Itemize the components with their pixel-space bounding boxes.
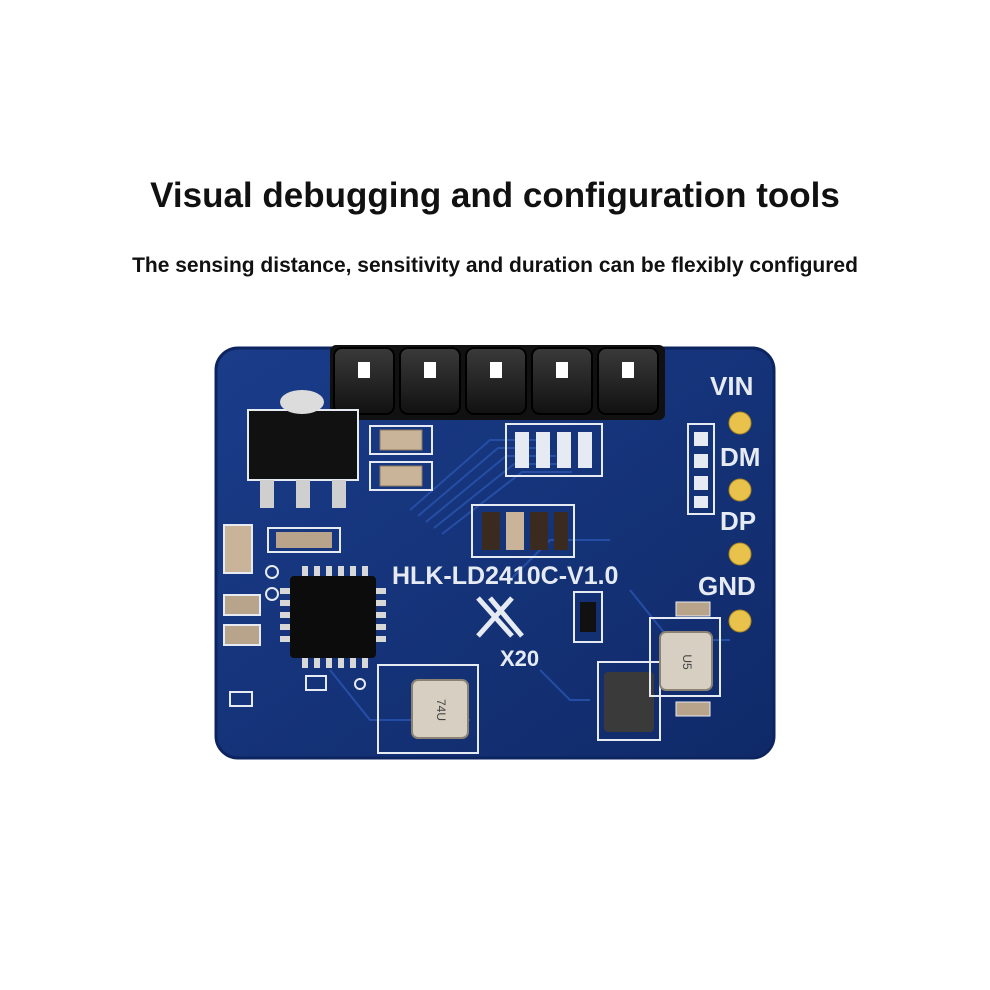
crystal-oscillator-right: U5: [649, 601, 721, 717]
pcb-board: HLK-LD2410C-V1.0 X20 74U U5: [214, 345, 776, 760]
pin-label-vin: VIN: [710, 371, 753, 401]
pin-label-gnd: GND: [698, 571, 756, 601]
gold-pads: [728, 411, 752, 633]
smd-array-top: [505, 423, 603, 477]
chip-label-2: U5: [680, 654, 694, 670]
page-subtitle: The sensing distance, sensitivity and du…: [132, 254, 858, 277]
silkscreen-markers: [229, 565, 366, 707]
smd-left-parts: [223, 524, 341, 646]
pin-header: [330, 345, 665, 420]
chip-label-1: 74U: [434, 699, 448, 721]
microcontroller-chip: [280, 566, 386, 668]
smd-array-middle: [471, 504, 575, 558]
side-connector: [687, 423, 715, 515]
logo-x-mark: [476, 596, 524, 638]
page-title: Visual debugging and configuration tools: [150, 176, 840, 215]
smd-resistors-top: [369, 425, 433, 491]
smd-resistor-mid-right: [573, 591, 603, 643]
pin-label-dm: DM: [720, 442, 760, 472]
pin-label-dp: DP: [720, 506, 756, 536]
board-model-label: HLK-LD2410C-V1.0: [392, 562, 618, 590]
voltage-regulator: [247, 390, 359, 508]
inductor: [597, 661, 661, 741]
crystal-oscillator-left: 74U: [377, 664, 479, 754]
radar-module-photo: HLK-LD2410C-V1.0 X20 74U U5: [210, 340, 780, 765]
board-marking-label: X20: [500, 646, 539, 671]
